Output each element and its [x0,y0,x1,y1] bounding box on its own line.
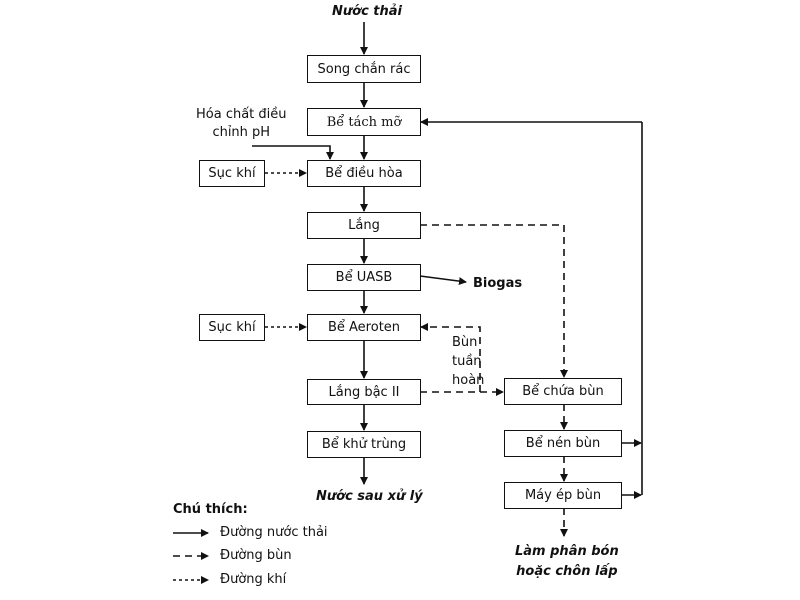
legend-item-dotted: Đường khí [220,572,287,587]
recycle-label-line1: Bùn [452,335,478,350]
output-sludge-label: Làm phân bón hoặc chôn lấp [515,542,619,582]
legend-title: Chú thích: [173,502,248,517]
box-lang-bac-ii[interactable]: Lắng bậc II [307,379,421,405]
biogas-label: Biogas [473,276,523,291]
chemical-label: Hóa chất điều chỉnh pH [196,106,287,142]
box-may-ep-bun[interactable]: Máy ép bùn [504,482,622,509]
box-be-aeroten[interactable]: Bể Aeroten [307,314,421,341]
box-be-tach-mo[interactable]: Bể tách mỡ [307,108,421,136]
recycle-label-line2: tuần [452,354,482,369]
recycle-label-line3: hoàn [452,373,485,388]
sludge-lang [420,224,568,378]
box-suc-khi-1[interactable]: Sục khí [199,160,265,187]
box-song-chan-rac[interactable]: Song chắn rác [307,55,421,83]
arrow-biogas [419,275,467,286]
box-be-nen-bun[interactable]: Bể nén bùn [504,430,622,457]
arrow-chemical [252,145,334,160]
box-suc-khi-2[interactable]: Sục khí [199,314,265,341]
output-sludge-line2: hoặc chôn lấp [516,564,618,579]
output-water-label: Nước sau xử lý [316,489,423,504]
box-be-khu-trung[interactable]: Bể khử trùng [307,431,421,458]
box-be-uasb[interactable]: Bể UASB [307,264,421,291]
input-label: Nước thải [332,4,402,19]
chemical-label-line2: chỉnh pH [212,125,271,140]
legend-item-dashed: Đường bùn [220,548,292,563]
chemical-label-line1: Hóa chất điều [196,107,287,122]
box-lang[interactable]: Lắng [307,212,421,239]
output-sludge-line1: Làm phân bón [515,544,619,559]
legend-item-solid: Đường nước thải [220,525,328,540]
box-be-chua-bun[interactable]: Bể chứa bùn [504,378,622,405]
recycle-label: Bùn tuần hoàn [452,333,484,390]
box-be-dieu-hoa[interactable]: Bể điều hòa [307,160,421,187]
sludge-recycle [420,323,481,392]
